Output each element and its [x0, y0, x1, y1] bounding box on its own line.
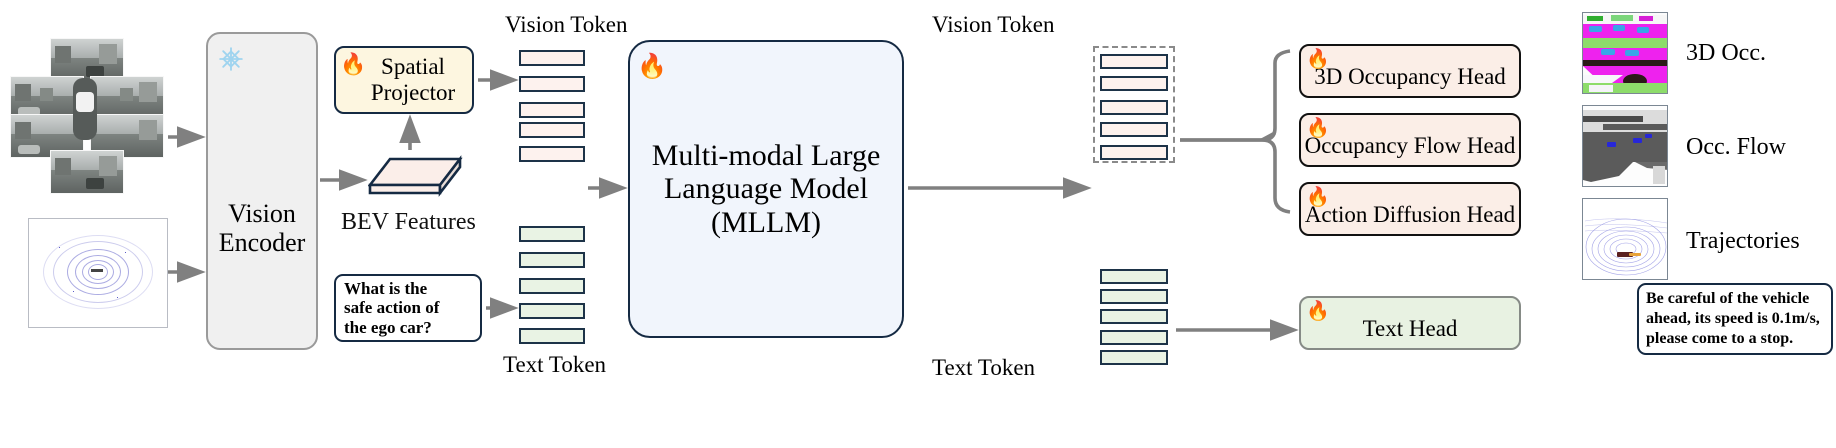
input-vision-token	[519, 76, 585, 92]
answer-line3: please come to a stop.	[1646, 330, 1794, 347]
answer-text-box[interactable]: Be careful of the vehicle ahead, its spe…	[1637, 283, 1833, 355]
input-vision-token	[519, 50, 585, 66]
vision-encoder-label-line1: Vision	[228, 198, 296, 228]
vision-encoder-label-line2: Encoder	[218, 228, 306, 257]
spatial-projector-box[interactable]: Spatial Projector	[334, 46, 474, 114]
brace-vision-tokens-to-heads	[1180, 49, 1291, 214]
fire-icon: 🔥	[1306, 187, 1330, 208]
bev-features-slab	[367, 155, 464, 201]
question-line1: What is the	[344, 279, 428, 299]
head-occupancy-flow[interactable]: Occupancy Flow Head	[1299, 113, 1521, 167]
answer-line2: ahead, its speed is 0.1m/s,	[1646, 310, 1820, 327]
spatial-projector-label-line2: Projector	[370, 80, 456, 105]
input-text-token-label: Text Token	[503, 352, 607, 377]
output-vision-token	[1100, 76, 1168, 91]
head-3d-occupancy-label: 3D Occupancy Head	[1314, 64, 1506, 89]
input-vision-token	[519, 146, 585, 162]
output-text-token-label: Text Token	[932, 355, 1036, 380]
fire-icon: 🔥	[340, 52, 367, 76]
question-line2: safe action of	[344, 298, 440, 318]
mllm-box[interactable]: Multi-modal Large Language Model (MLLM)	[628, 40, 904, 338]
bev-features-label: BEV Features	[341, 209, 476, 235]
input-text-token	[519, 303, 585, 319]
output-text-token	[1100, 350, 1168, 365]
output-label-occ-flow: Occ. Flow	[1686, 134, 1786, 160]
input-vision-token	[519, 122, 585, 138]
head-action-diffusion[interactable]: Action Diffusion Head	[1299, 182, 1521, 236]
question-text-box[interactable]: What is the safe action of the ego car?	[334, 274, 482, 342]
fire-icon: 🔥	[1306, 118, 1330, 139]
input-text-token	[519, 226, 585, 242]
input-text-token	[519, 278, 585, 294]
output-text-token	[1100, 309, 1168, 324]
output-vision-token	[1100, 100, 1168, 115]
output-text-token	[1100, 289, 1168, 304]
output-vision-token-group	[1093, 46, 1175, 163]
mllm-label-line2: Language Model	[663, 172, 869, 206]
head-3d-occupancy[interactable]: 3D Occupancy Head	[1299, 44, 1521, 98]
input-vision-token	[519, 102, 585, 118]
mllm-label-line1: Multi-modal Large	[651, 138, 881, 172]
head-action-diffusion-label: Action Diffusion Head	[1304, 202, 1516, 227]
lidar-point-cloud	[28, 218, 168, 328]
head-text-label: Text Head	[1362, 316, 1458, 341]
head-text[interactable]: Text Head	[1299, 296, 1521, 350]
output-text-token	[1100, 330, 1168, 345]
fire-icon: 🔥	[1306, 301, 1330, 322]
camera-view-front-left	[10, 76, 84, 120]
question-line3: the ego car?	[344, 317, 432, 337]
output-vision-token	[1100, 122, 1168, 137]
output-vision-token	[1100, 145, 1168, 160]
multi-view-camera-images	[10, 38, 164, 194]
output-vision-token	[1100, 54, 1168, 69]
output-text-token	[1100, 269, 1168, 284]
output-label-trajectories: Trajectories	[1686, 228, 1800, 254]
occupancy-map-thumbnail	[1582, 12, 1668, 94]
input-vision-token-label: Vision Token	[505, 12, 628, 37]
fire-icon: 🔥	[637, 54, 667, 80]
camera-view-front-right	[90, 76, 164, 120]
ego-vehicle-icon	[73, 78, 97, 140]
answer-line1: Be careful of the vehicle	[1646, 290, 1810, 307]
vision-encoder-box[interactable]: Vision Encoder	[206, 32, 318, 350]
occupancy-flow-thumbnail	[1582, 105, 1668, 187]
camera-view-front	[50, 38, 124, 82]
snowflake-icon	[218, 46, 244, 79]
spatial-projector-label-line1: Spatial	[381, 54, 445, 80]
fire-icon: 🔥	[1306, 49, 1330, 70]
output-vision-token-label: Vision Token	[932, 12, 1055, 37]
mllm-label-line3: (MLLM)	[711, 205, 821, 239]
head-occupancy-flow-label: Occupancy Flow Head	[1304, 133, 1516, 158]
input-text-token	[519, 252, 585, 268]
camera-view-back	[50, 150, 124, 194]
trajectory-plot-thumbnail	[1582, 198, 1668, 280]
output-label-3d-occ: 3D Occ.	[1686, 40, 1766, 66]
input-text-token	[519, 328, 585, 344]
